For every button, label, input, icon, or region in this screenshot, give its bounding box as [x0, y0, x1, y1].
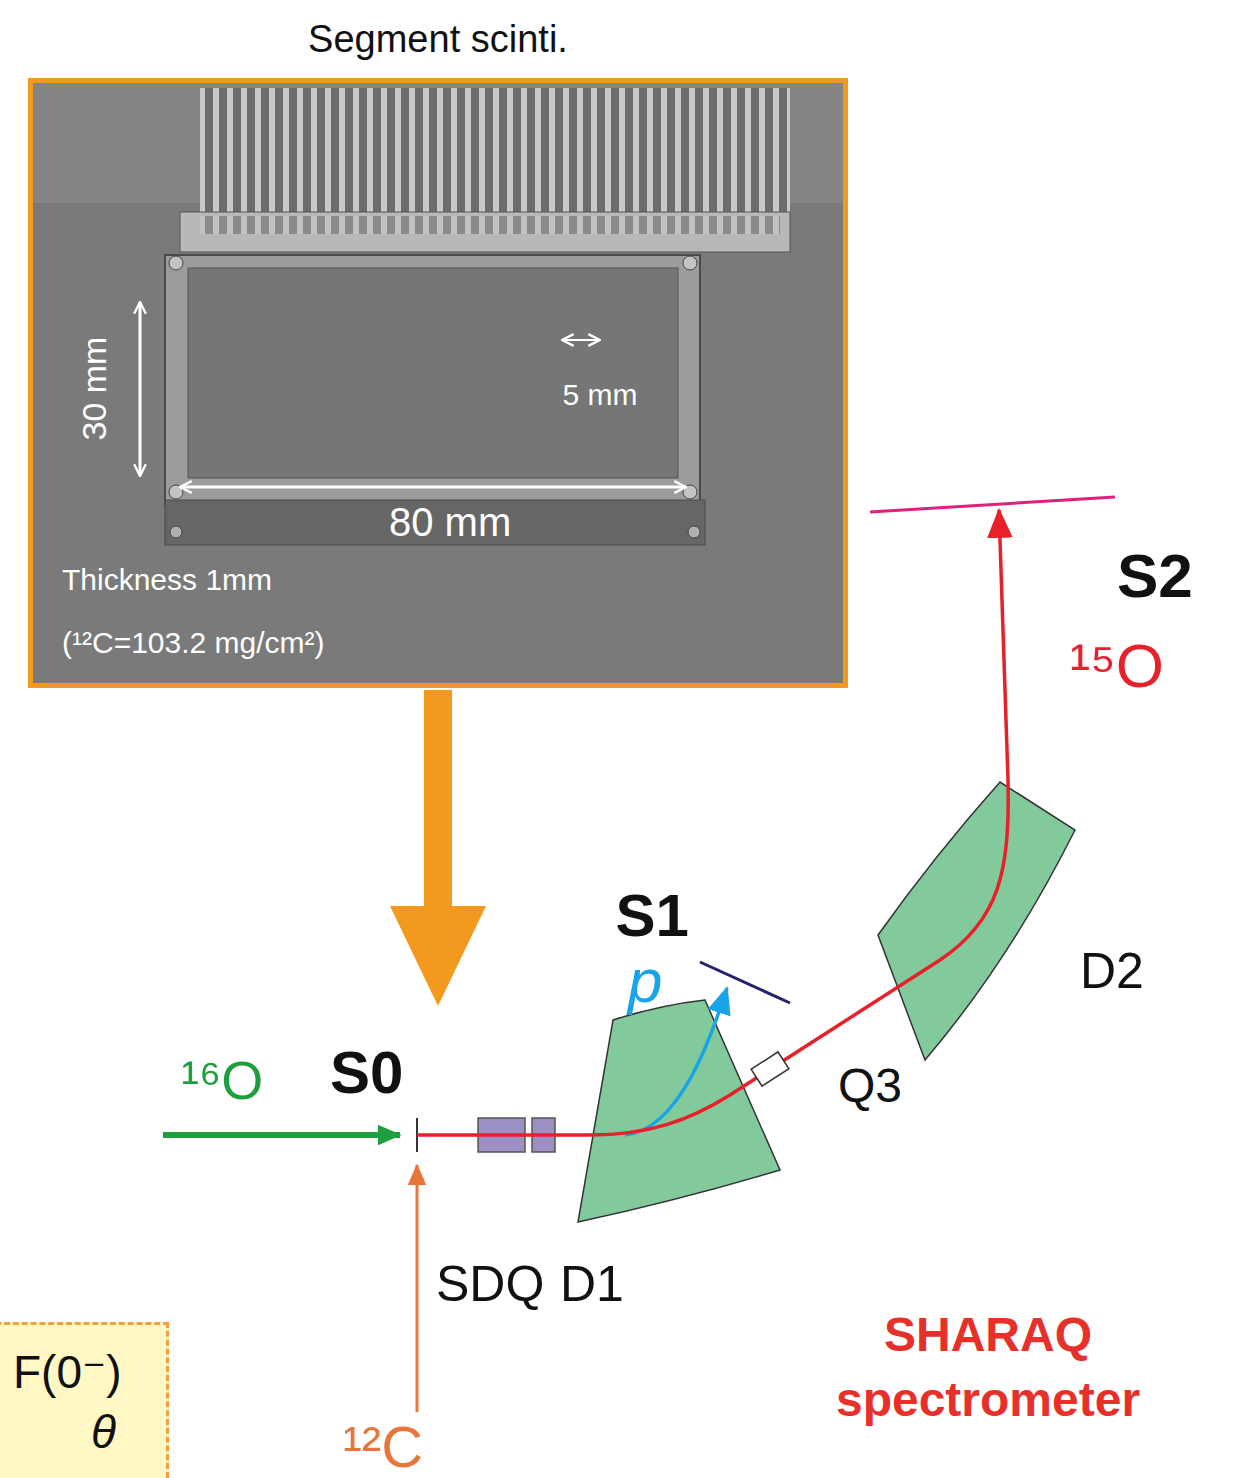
dimension-arrow — [180, 486, 686, 489]
scintillator-plate — [188, 268, 678, 478]
beam-label: ¹⁶O — [181, 1049, 263, 1111]
scintillator-arrow — [424, 690, 452, 906]
box-heading: Segment scinti. — [28, 17, 848, 63]
dipole-d2 — [878, 782, 1075, 1060]
magnet-label: SDQ — [436, 1256, 544, 1314]
fin-holder — [180, 212, 790, 252]
screw — [169, 256, 183, 270]
dimension-label: 30 mm — [75, 336, 114, 440]
light-guide-fins — [200, 88, 790, 218]
dimension-label: 5 mm — [563, 378, 638, 413]
dimension-arrow — [139, 302, 142, 476]
note-text: F(0⁻) — [13, 1343, 166, 1403]
focal-plane-s1 — [700, 962, 790, 1003]
base-plate — [165, 500, 705, 545]
photo-background — [33, 83, 843, 683]
fin-holder-slots — [200, 216, 780, 234]
focal-plane-s2 — [870, 497, 1115, 512]
dipole-d1 — [578, 1000, 780, 1222]
spectrometer-name: SHARAQ spectrometer — [768, 1303, 1208, 1433]
dimension-label: 80 mm — [389, 499, 511, 545]
magnet-label: D2 — [1080, 943, 1144, 1001]
note-box: F(0⁻)θ — [0, 1322, 169, 1478]
beam-arrow — [163, 1132, 400, 1138]
photo-box: Segment scinti. — [28, 78, 848, 688]
focal-plane-label: S1 — [616, 881, 689, 950]
dimension-arrow — [562, 339, 600, 341]
note-symbol: θ — [13, 1403, 166, 1463]
focal-plane-label: S2 — [1117, 540, 1193, 611]
spec-note: (¹²C=103.2 mg/cm²) — [62, 626, 325, 661]
scintillator-frame — [165, 255, 700, 505]
magnet-label: Q3 — [838, 1058, 902, 1113]
spec-note: Thickness 1mm — [62, 563, 272, 598]
screw — [688, 526, 700, 538]
magnet-label: D1 — [560, 1256, 624, 1314]
target-label: ¹²C — [343, 1414, 424, 1478]
station-label: S0 — [330, 1038, 403, 1107]
particle-label: ¹⁵O — [1070, 630, 1165, 701]
target-beam-arrow — [416, 1165, 419, 1412]
target-station: S0 — [318, 1008, 448, 1113]
ejectile-track — [417, 510, 1008, 1135]
screw — [170, 526, 182, 538]
particle-label: p — [628, 945, 662, 1016]
quadrupole-q3 — [751, 1052, 789, 1086]
screw — [683, 256, 697, 270]
